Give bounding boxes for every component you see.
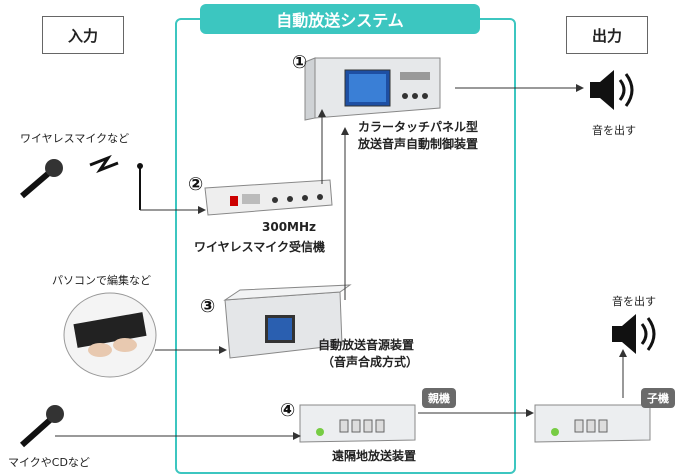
device-3-number: ③ xyxy=(200,296,216,317)
device-1-name-line2: 放送音声自動制御装置 xyxy=(358,137,479,151)
pc-label: パソコンで編集など xyxy=(52,274,151,287)
device-2-name-line2: ワイヤレスマイク受信機 xyxy=(194,240,326,254)
device-3-name-line2: （音声合成方式） xyxy=(322,355,419,369)
sound-top-label: 音を出す xyxy=(592,124,636,137)
device-4-number: ④ xyxy=(280,400,296,421)
device-1-name-line1: カラータッチパネル型 xyxy=(358,120,479,134)
pc-keyboard-image xyxy=(63,292,157,378)
device-1-image xyxy=(304,57,441,121)
device-4-child-image xyxy=(534,404,651,443)
speaker-bottom-image xyxy=(612,314,656,354)
child-unit-tag: 子機 xyxy=(641,388,675,408)
input-header: 入力 xyxy=(42,16,124,54)
device-2-number: ② xyxy=(188,174,204,195)
device-3-name-line1: 自動放送音源装置 xyxy=(318,338,415,352)
device-4-parent-image xyxy=(299,404,416,443)
device-4-name: 遠隔地放送装置 xyxy=(332,449,417,463)
device-3-image xyxy=(223,284,352,359)
sound-bottom-label: 音を出す xyxy=(612,295,656,308)
device-1-number: ① xyxy=(292,52,308,73)
wireless-mic-image xyxy=(20,154,143,210)
speaker-top-image xyxy=(590,70,634,110)
wireless-mic-label: ワイヤレスマイクなど xyxy=(20,132,130,145)
device-2-image xyxy=(204,179,333,216)
wired-mic-image xyxy=(20,405,64,448)
device-2-name-line1: 300MHz xyxy=(262,220,317,234)
mic-cd-label: マイクやCDなど xyxy=(8,456,90,469)
parent-unit-tag: 親機 xyxy=(422,388,456,408)
system-title: 自動放送システム xyxy=(200,4,480,34)
output-header: 出力 xyxy=(566,16,648,54)
